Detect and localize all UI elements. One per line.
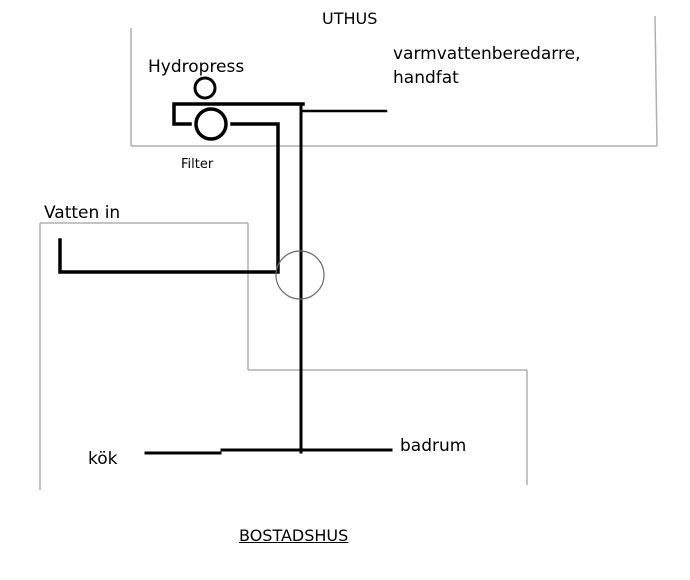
valve-icon bbox=[275, 250, 325, 300]
pressure-gauge-icon bbox=[193, 76, 217, 100]
house-walls bbox=[39, 222, 528, 490]
outbuilding-label: UTHUS bbox=[322, 9, 378, 28]
pipe-tank-loop bbox=[172, 102, 305, 126]
bathroom-label: badrum bbox=[400, 436, 467, 456]
kitchen-label: kök bbox=[88, 449, 118, 469]
pipes bbox=[58, 102, 393, 455]
heater-sink-label: varmvattenberedarre, handfat bbox=[393, 42, 580, 90]
heater-sink-label-line1: varmvattenberedarre, bbox=[393, 44, 581, 64]
filter-icon bbox=[194, 107, 228, 141]
outbuilding-walls bbox=[130, 15, 658, 147]
pipe-inlet bbox=[58, 122, 280, 274]
water-inlet-label: Vatten in bbox=[44, 203, 121, 223]
house-label: BOSTADSHUS bbox=[239, 526, 349, 545]
pressure-tank-label: Hydropress bbox=[148, 57, 245, 77]
heater-sink-label-line2: handfat bbox=[393, 68, 459, 88]
filter-label: Filter bbox=[181, 157, 214, 172]
outbuilding-wall-right bbox=[654, 15, 658, 147]
